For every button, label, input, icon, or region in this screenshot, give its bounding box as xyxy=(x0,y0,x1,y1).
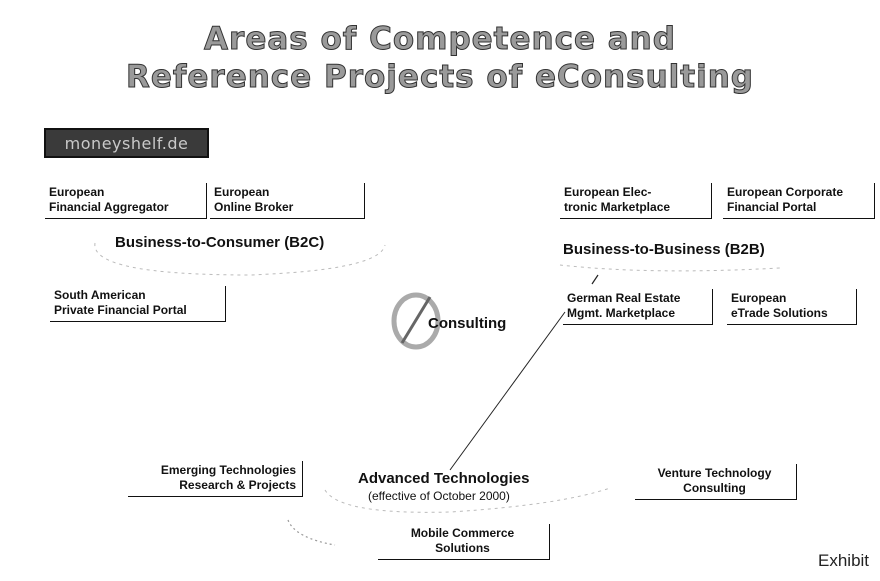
box-line: Mobile Commerce xyxy=(410,526,515,540)
box-line: European Corporate xyxy=(727,185,844,199)
consulting-logo: Consulting xyxy=(380,285,540,355)
exhibit-label: Exhibit xyxy=(818,551,870,570)
box-venture-technology: Venture Technology Consulting xyxy=(635,464,797,500)
box-line: Consulting xyxy=(683,481,746,495)
box-line: eTrade Solutions xyxy=(731,306,828,320)
box-line: Emerging Technologies xyxy=(160,463,296,477)
mobile-swoosh-arc xyxy=(287,519,336,546)
consulting-swirl-icon xyxy=(391,292,441,350)
box-mobile-commerce: Mobile Commerce Solutions xyxy=(378,524,550,560)
b2b-orbit-arc xyxy=(559,264,781,272)
box-line: South American xyxy=(54,288,146,302)
connector-line xyxy=(449,311,566,471)
box-line: Online Broker xyxy=(214,200,294,214)
box-german-real-estate: German Real Estate Mgmt. Marketplace xyxy=(563,289,713,325)
box-line: Venture Technology xyxy=(657,466,772,480)
box-line: Solutions xyxy=(435,541,490,555)
box-line: European Elec- xyxy=(564,185,652,199)
b2b-heading: Business-to-Business (B2B) xyxy=(563,241,765,258)
box-line: European xyxy=(214,185,270,199)
box-line: Financial Aggregator xyxy=(49,200,169,214)
box-european-electronic-marketplace: European Elec- tronic Marketplace xyxy=(560,183,712,219)
box-line: Private Financial Portal xyxy=(54,303,187,317)
page-title-line1: Areas of Competence and xyxy=(204,21,676,57)
page-title-line2: Reference Projects of eConsulting xyxy=(126,59,754,95)
moneyshelf-logo: moneyshelf.de xyxy=(44,128,209,158)
box-european-online-broker: European Online Broker xyxy=(210,183,365,219)
b2c-orbit-arc xyxy=(94,242,386,276)
box-line: Financial Portal xyxy=(727,200,817,214)
box-european-etrade: European eTrade Solutions xyxy=(727,289,857,325)
b2c-heading: Business-to-Consumer (B2C) xyxy=(115,234,325,251)
box-european-corporate-portal: European Corporate Financial Portal xyxy=(723,183,875,219)
box-european-financial-aggregator: European Financial Aggregator xyxy=(45,183,207,219)
box-line: European xyxy=(49,185,105,199)
box-line: tronic Marketplace xyxy=(564,200,671,214)
box-south-american-portal: South American Private Financial Portal xyxy=(50,286,226,322)
box-line: German Real Estate xyxy=(567,291,681,305)
b2b-tick-mark xyxy=(591,274,599,285)
box-emerging-technologies: Emerging Technologies Research & Project… xyxy=(128,461,303,497)
consulting-label: Consulting xyxy=(428,315,507,332)
box-line: European xyxy=(731,291,787,305)
box-line: Mgmt. Marketplace xyxy=(567,306,676,320)
box-line: Research & Projects xyxy=(179,478,296,492)
advanced-heading: Advanced Technologies xyxy=(358,470,530,487)
advanced-subheading: (effective of October 2000) xyxy=(368,489,510,503)
